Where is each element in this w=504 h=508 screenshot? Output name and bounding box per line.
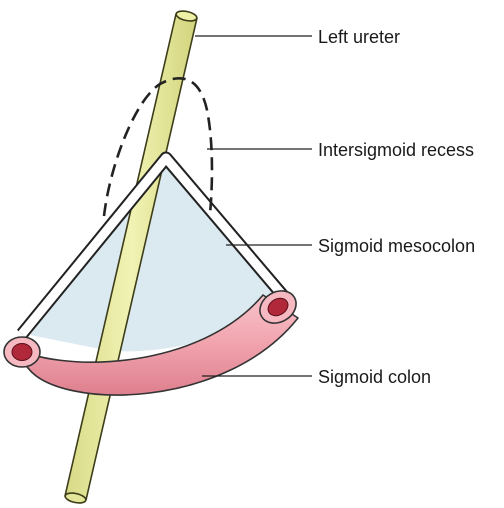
label-left-ureter: Left ureter (318, 27, 400, 47)
label-sigmoid-colon: Sigmoid colon (318, 367, 431, 387)
label-sigmoid-mesocolon: Sigmoid mesocolon (318, 236, 475, 256)
label-intersigmoid-recess: Intersigmoid recess (318, 140, 474, 160)
